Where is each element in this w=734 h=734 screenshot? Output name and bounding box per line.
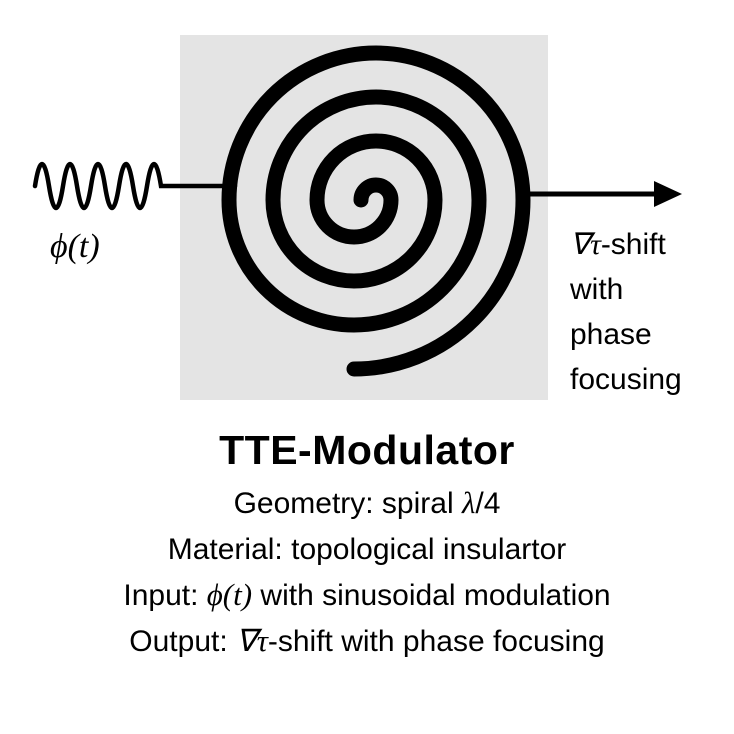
output-label-line2: with xyxy=(570,273,624,306)
spec-output: Output: ∇τ-shift with phase focusing xyxy=(0,618,734,664)
output-label-text: -shift xyxy=(600,228,666,261)
spec-output-suffix: -shift with phase focusing xyxy=(267,625,605,658)
diagram-art xyxy=(32,45,682,377)
output-label-line1: ∇τ-shift xyxy=(570,222,682,267)
spec-input-prefix: Input: xyxy=(123,579,207,612)
output-label-math: ∇τ xyxy=(570,228,601,261)
spec-list: Geometry: spiral λ/4 Material: topologic… xyxy=(0,480,734,664)
output-label-line4: focusing xyxy=(570,363,682,396)
output-signal-label: ∇τ-shift with phase focusing xyxy=(570,222,682,402)
spec-material: Material: topological insulartor xyxy=(0,526,734,572)
spec-output-prefix: Output: xyxy=(129,625,237,658)
spec-geometry: Geometry: spiral λ/4 xyxy=(0,480,734,526)
diagram-title: TTE-Modulator xyxy=(219,427,515,473)
spec-output-math: ∇τ xyxy=(236,623,268,658)
spiral xyxy=(221,45,531,377)
output-label-line3: phase xyxy=(570,318,652,351)
input-signal-label: ϕ(t) xyxy=(50,228,100,265)
spec-geometry-math: λ xyxy=(461,485,476,520)
spec-geometry-suffix: /4 xyxy=(475,487,501,520)
spec-input-math: ϕ(t) xyxy=(206,577,253,612)
spec-input: Input: ϕ(t) with sinusoidal modulation xyxy=(0,572,734,618)
output-arrowhead-icon xyxy=(654,181,682,207)
spec-geometry-prefix: Geometry: spiral xyxy=(233,487,462,520)
input-wave xyxy=(32,162,238,210)
spec-input-suffix: with sinusoidal modulation xyxy=(252,579,611,612)
spec-material-prefix: Material: topological insulartor xyxy=(167,533,567,566)
